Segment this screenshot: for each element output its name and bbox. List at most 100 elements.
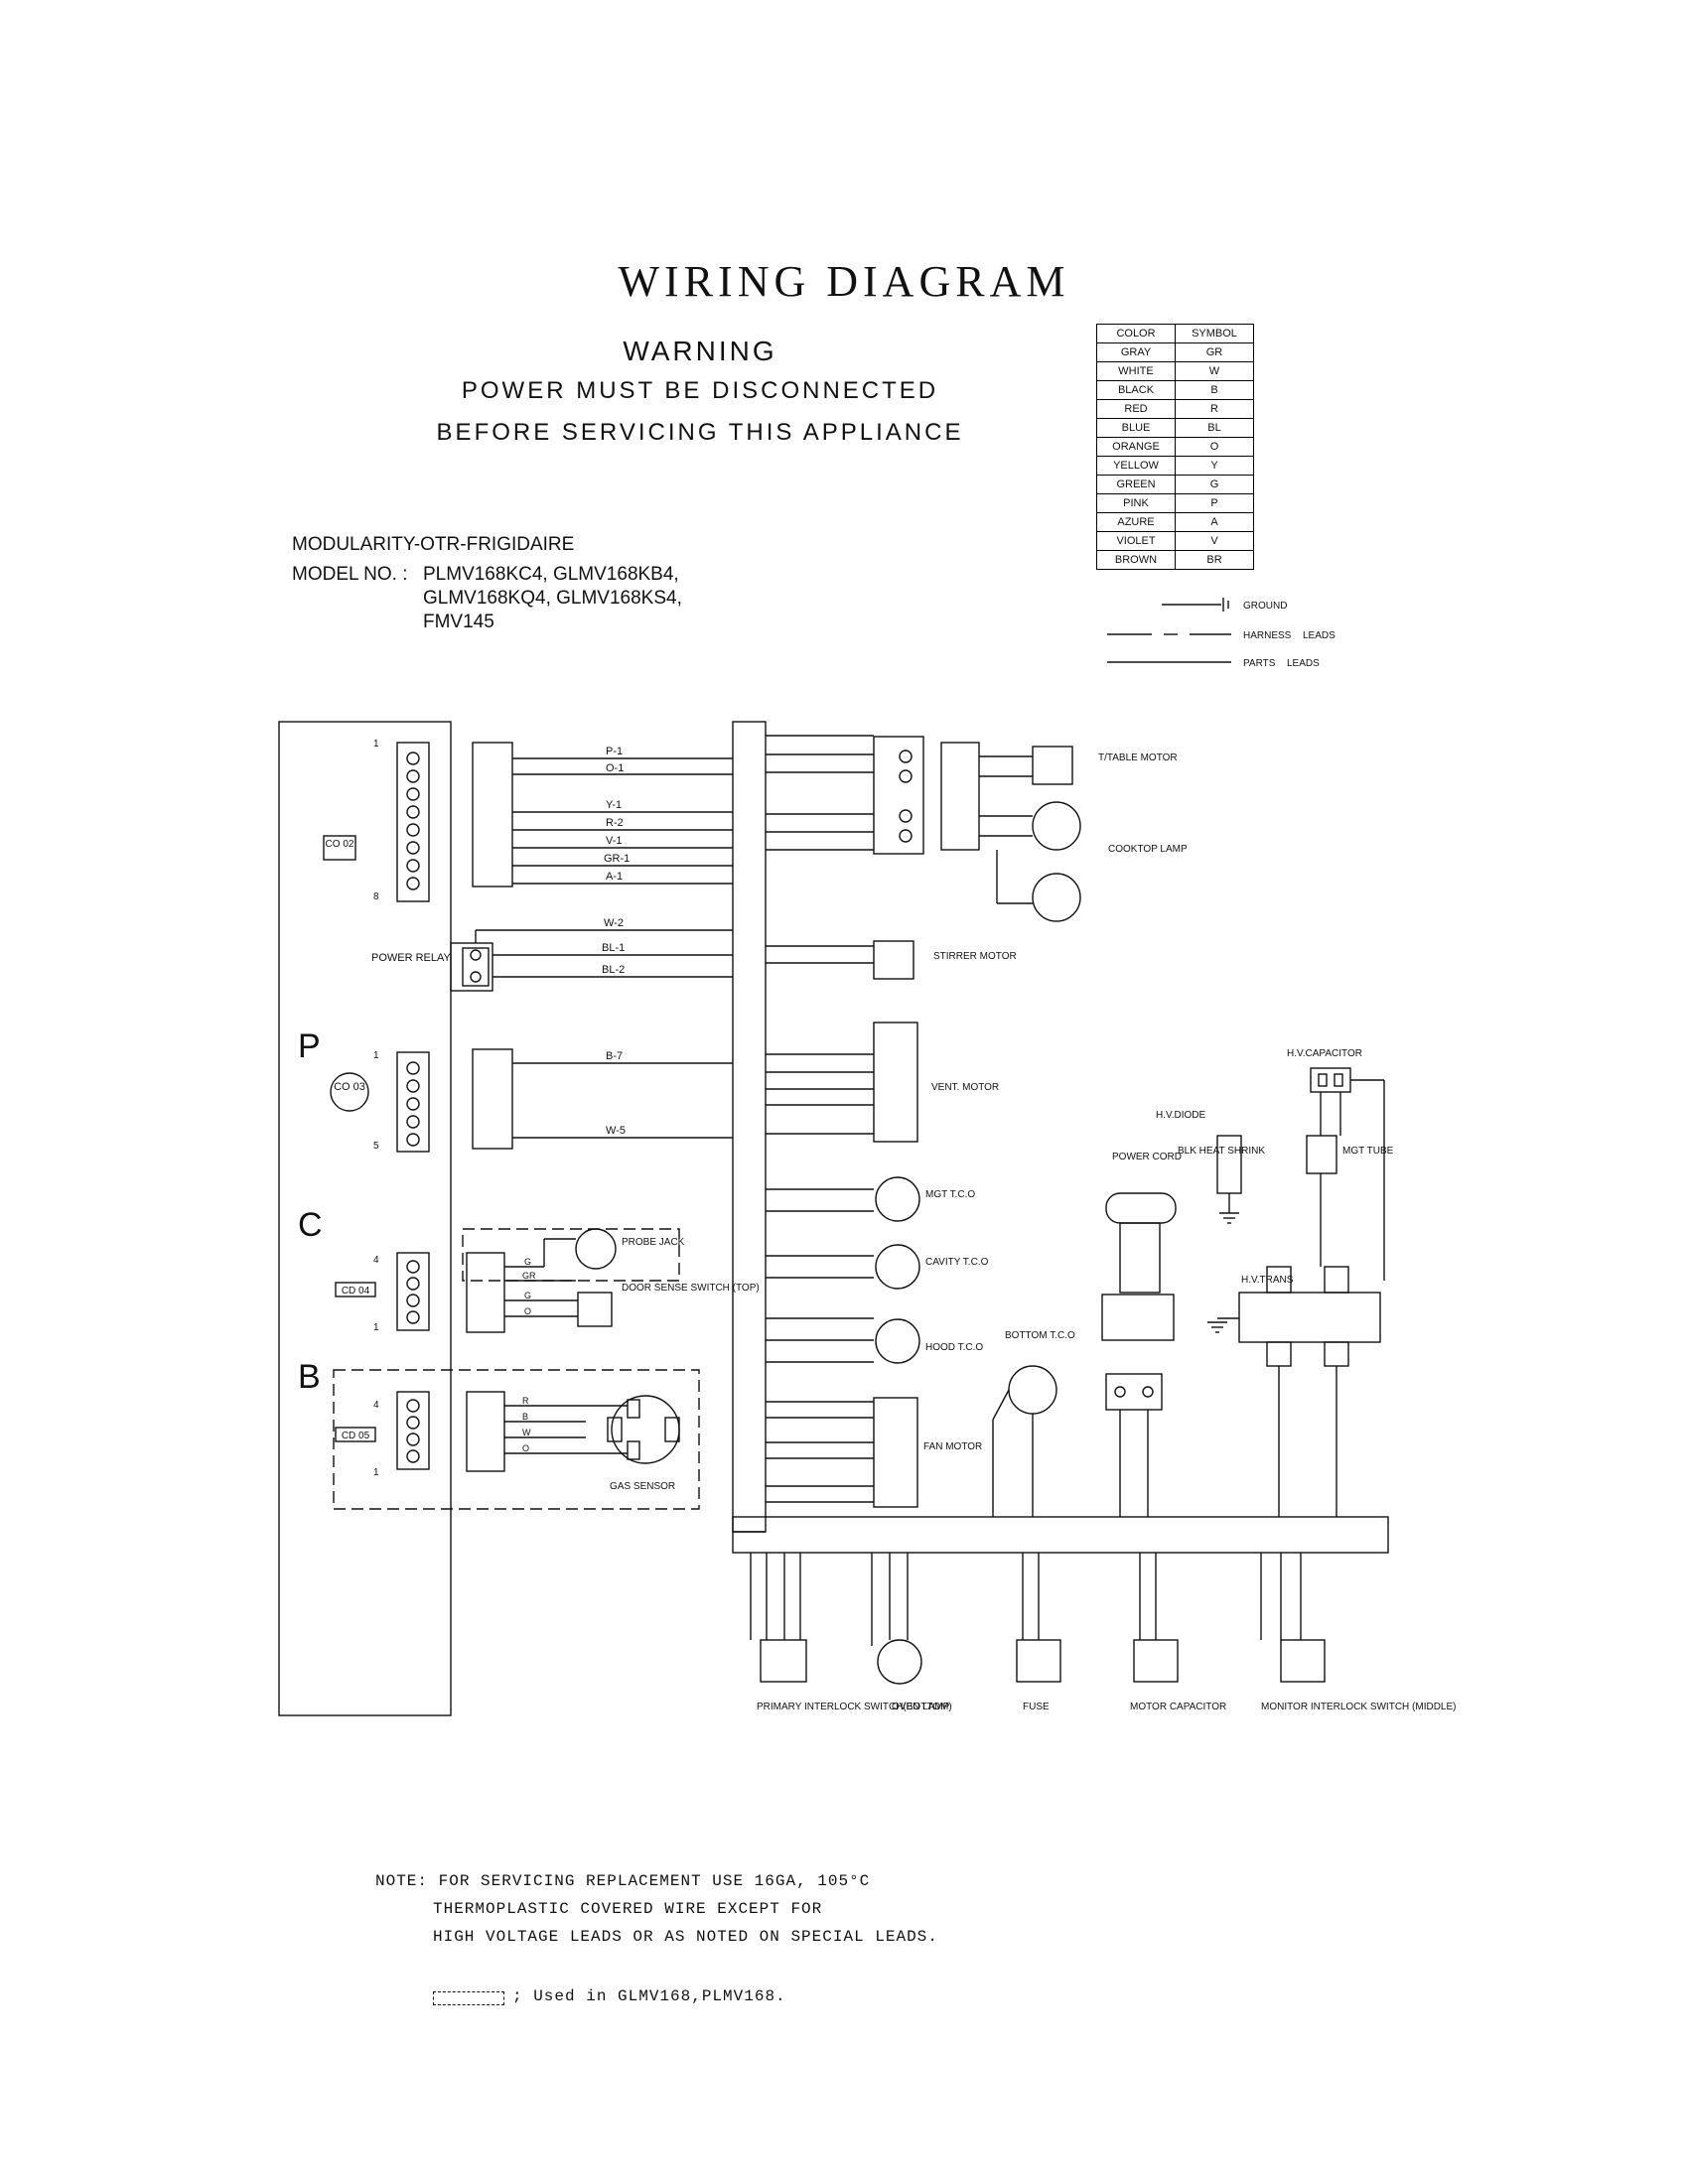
connector-cd05-label: CD 05 [342, 1431, 370, 1441]
wire-label: GR-1 [604, 853, 630, 865]
wire-label: BL-1 [602, 942, 625, 954]
control-board: P C B CO 02 1 8 POWER RELAY CO 03 1 5 CD… [278, 721, 493, 1716]
stirrer-motor: STIRRER MOTOR [873, 940, 1017, 980]
legend-symbol: GR [1175, 342, 1254, 362]
line-legend: GROUND HARNESS LEADS PARTS LEADS [1107, 598, 1336, 669]
turntable-motor-label: T/TABLE MOTOR [1098, 752, 1178, 763]
connector-cd04-pin-bottom: 1 [373, 1322, 379, 1333]
gas-sensor-label: GAS SENSOR [610, 1481, 675, 1492]
note-line-4: ; Used in GLMV168,PLMV168. [512, 1987, 786, 2005]
warning-line-1: POWER MUST BE DISCONNECTED [461, 377, 939, 404]
vent-motor: VENT. MOTOR [873, 1022, 999, 1143]
connector-co02-pin-top: 1 [373, 739, 379, 750]
connector-co03-pin-top: 1 [373, 1050, 379, 1061]
blk-heat-shrink-label: BLK HEAT SHRINK [1178, 1146, 1265, 1157]
wire-label: R-2 [606, 817, 624, 829]
wire-label: O [524, 1306, 531, 1316]
bus-right-wires [766, 735, 874, 1503]
bottom-tco-label: BOTTOM T.C.O [1005, 1330, 1075, 1341]
connector-co02-pin-bottom: 8 [373, 891, 379, 902]
wire-label: P-1 [606, 746, 623, 757]
motor-capacitor-label: MOTOR CAPACITOR [1130, 1702, 1226, 1712]
connector-co02-label: CO 02 [326, 839, 354, 850]
primary-interlock-label: PRIMARY INTERLOCK SWITCH(BOTTOM) [757, 1702, 952, 1712]
model-series: MODULARITY-OTR-FRIGIDAIRE [292, 534, 575, 555]
note-line-2: THERMOPLASTIC COVERED WIRE EXCEPT FOR [433, 1900, 823, 1918]
oven-lamp-label: OVEN LAMP [892, 1702, 950, 1712]
legend-color: AZURE [1096, 512, 1176, 532]
diagram-title: WIRING DIAGRAM [618, 257, 1070, 306]
probe-jack-label: PROBE JACK [622, 1237, 685, 1248]
legend-parts-leads: LEADS [1287, 658, 1320, 669]
bottom-tco: BOTTOM T.C.O [992, 1330, 1075, 1517]
fan-motor-label: FAN MOTOR [923, 1441, 982, 1452]
wire-label: G [524, 1291, 531, 1300]
relay-wires: W-2 BL-1 BL-2 [475, 917, 733, 978]
legend-color: PINK [1096, 493, 1176, 513]
legend-ground-label: GROUND [1243, 601, 1287, 612]
model-list-3: FMV145 [423, 612, 494, 632]
board-letter-b: B [298, 1358, 321, 1396]
wire-label: V-1 [606, 835, 623, 847]
door-sense-switch-label: DOOR SENSE SWITCH (TOP) [622, 1283, 760, 1294]
wire-label: B-7 [606, 1050, 623, 1062]
power-cord: POWER CORD [1101, 1152, 1182, 1517]
co03-wires: B-7 W-5 [512, 1050, 733, 1139]
gas-sensor-group: GAS SENSOR R B W O [333, 1369, 700, 1510]
board-letter-c: C [298, 1206, 323, 1244]
turntable-cooktop-group: T/TABLE MOTOR COOKTOP LAMP [873, 736, 1188, 922]
legend-parts-label: PARTS [1243, 658, 1276, 669]
power-cord-label: POWER CORD [1112, 1152, 1182, 1162]
wire-label: GR [522, 1271, 536, 1281]
legend-color: RED [1096, 399, 1176, 419]
model-list-1: PLMV168KC4, GLMV168KB4, [423, 564, 679, 585]
fan-motor: FAN MOTOR [873, 1397, 982, 1508]
tco-group: MGT T.C.O CAVITY T.C.O HOOD T.C.O [875, 1176, 989, 1364]
legend-symbol: P [1175, 493, 1254, 513]
connector-co03-label: CO 03 [334, 1081, 365, 1093]
note-line-1: NOTE: FOR SERVICING REPLACEMENT USE 16GA… [375, 1872, 871, 1890]
wire-label: BL-2 [602, 964, 625, 976]
wire-label: R [522, 1396, 529, 1406]
legend-symbol: BR [1175, 550, 1254, 570]
probe-door-group: PROBE JACK DOOR SENSE SWITCH (TOP) G GR … [462, 1228, 760, 1327]
cavity-tco-label: CAVITY T.C.O [925, 1257, 989, 1268]
hood-tco-label: HOOD T.C.O [925, 1342, 983, 1353]
cooktop-lamp-label: COOKTOP LAMP [1108, 844, 1188, 855]
wire-label: W-2 [604, 917, 624, 929]
legend-color: WHITE [1096, 361, 1176, 381]
note-line-3: HIGH VOLTAGE LEADS OR AS NOTED ON SPECIA… [433, 1928, 938, 1946]
connector-cd04-label: CD 04 [342, 1286, 370, 1297]
dashed-box-symbol [433, 1991, 504, 2005]
legend-header-symbol: SYMBOL [1175, 324, 1254, 343]
bottom-parts: PRIMARY INTERLOCK SWITCH(BOTTOM) OVEN LA… [750, 1553, 1456, 1712]
warning-heading: WARNING [623, 336, 777, 366]
connector-cd05-pin-top: 4 [373, 1400, 379, 1411]
mgt-tco-label: MGT T.C.O [925, 1189, 975, 1200]
mgt-tube-label: MGT TUBE [1342, 1146, 1394, 1157]
connector-co03-pin-bottom: 5 [373, 1141, 379, 1152]
connector-cd05-pin-bottom: 1 [373, 1467, 379, 1478]
power-relay-label: POWER RELAY [371, 952, 452, 964]
monitor-interlock-label: MONITOR INTERLOCK SWITCH (MIDDLE) [1261, 1702, 1456, 1712]
legend-harness-label: HARNESS [1243, 630, 1292, 641]
hv-capacitor-label: H.V.CAPACITOR [1287, 1048, 1362, 1059]
wire-label: O [522, 1443, 529, 1453]
wire-label: A-1 [606, 871, 623, 883]
wire-label: B [522, 1412, 528, 1422]
wire-label: O-1 [606, 762, 624, 774]
wire-label: G [524, 1257, 531, 1267]
board-letter-p: P [298, 1027, 321, 1065]
legend-harness-leads: LEADS [1303, 630, 1336, 641]
warning-line-2: BEFORE SERVICING THIS APPLIANCE [436, 419, 964, 446]
stirrer-motor-label: STIRRER MOTOR [933, 951, 1017, 962]
connector-cd04-pin-top: 4 [373, 1255, 379, 1266]
model-label: MODEL NO. : [292, 564, 408, 585]
harness-bus [732, 721, 1389, 1554]
vent-motor-label: VENT. MOTOR [931, 1082, 999, 1093]
fuse-label: FUSE [1023, 1702, 1050, 1712]
wire-label: Y-1 [606, 799, 622, 811]
co02-wires: P-1 O-1 Y-1 R-2 V-1 GR-1 A-1 [512, 746, 733, 885]
